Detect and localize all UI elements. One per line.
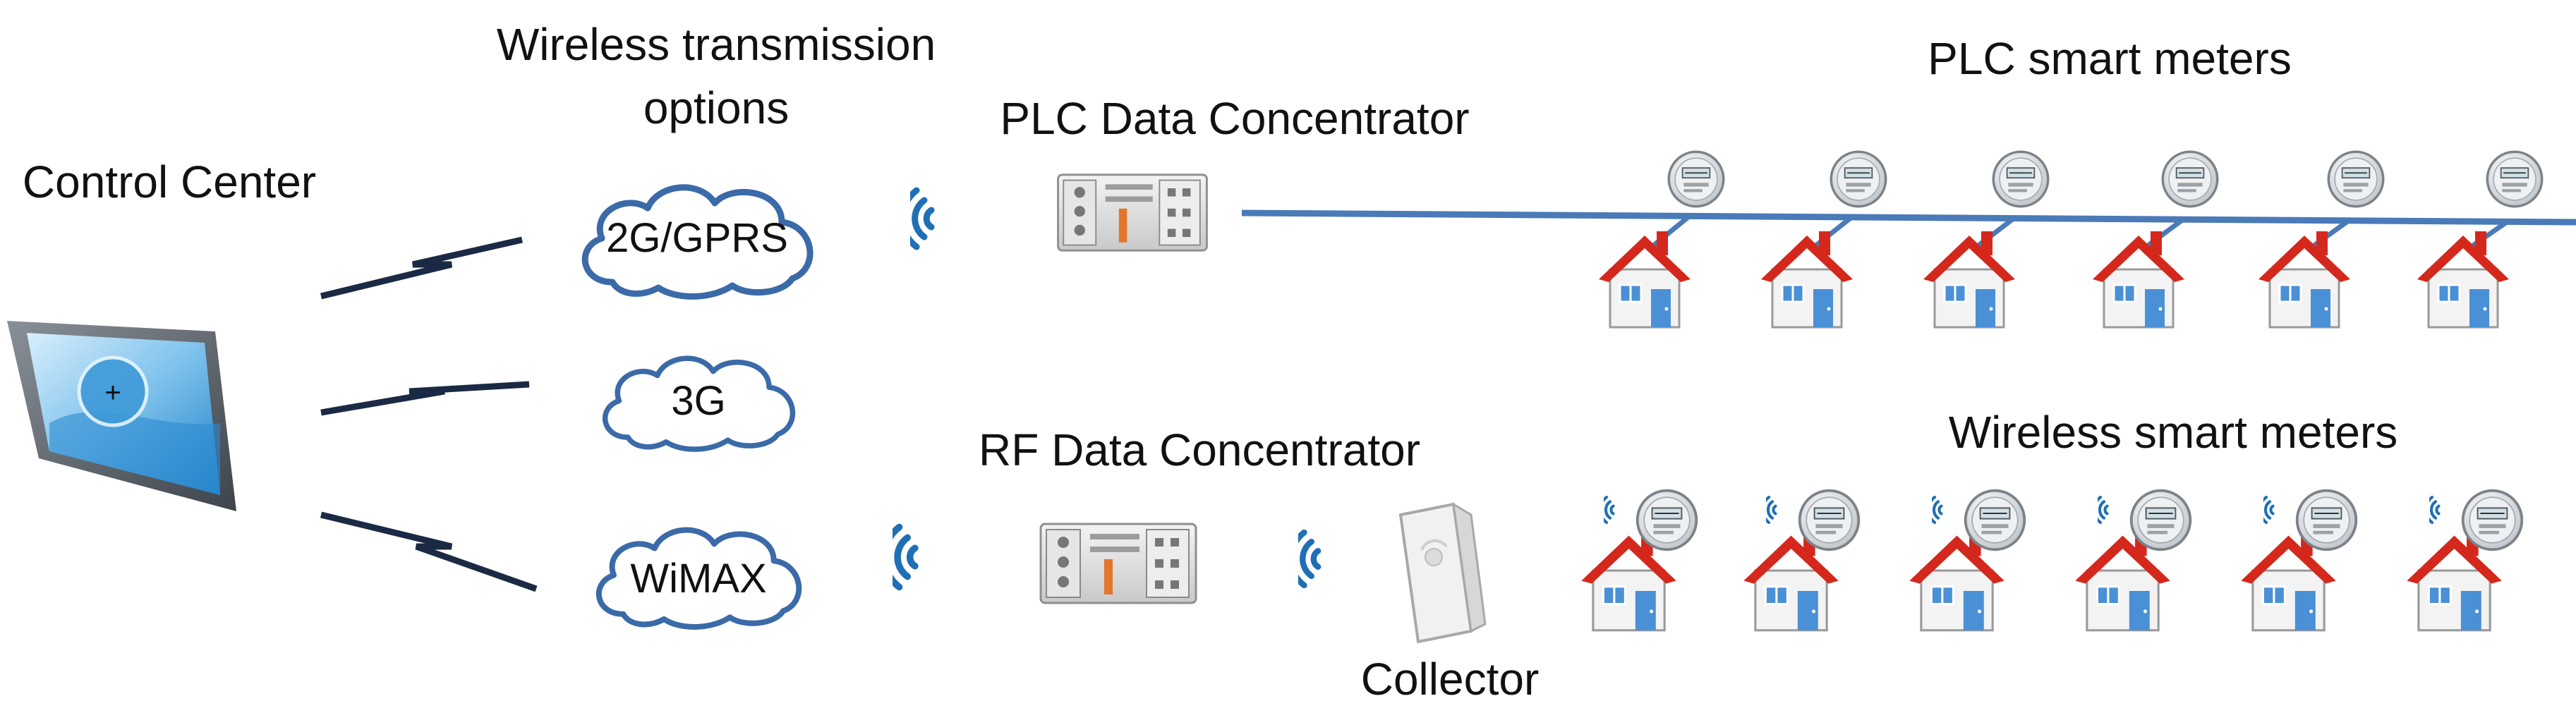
svg-text:+: + (104, 377, 121, 408)
monitor-icon: + (7, 321, 236, 511)
smart-meter-icon (1964, 489, 2026, 551)
plc-drop-line (1808, 214, 1854, 252)
cloud-label-2g-gprs: 2G/GPRS (606, 215, 788, 261)
wifi-signal-icon (2094, 497, 2107, 523)
plc-unit (1922, 150, 2050, 329)
rf-concentrator-label: RF Data Concentrator (979, 425, 1420, 475)
wifi-signal-icon (1762, 497, 1775, 523)
collector: Collector (1291, 502, 1540, 704)
smart-meter-icon (1992, 150, 2050, 208)
smart-meter-icon (2295, 489, 2358, 551)
wireless-options-label-line1: Wireless transmission (497, 19, 936, 70)
smart-meter-icon (1635, 489, 1698, 551)
collector-device-icon (1398, 502, 1487, 644)
wireless-unit (2405, 489, 2524, 632)
plc-unit (1597, 150, 1725, 329)
lightning-links (320, 236, 538, 592)
plc-unit (2091, 150, 2219, 329)
house-icon (1760, 230, 1854, 329)
wireless-unit (1908, 489, 2026, 632)
control-center-label: Control Center (23, 157, 316, 207)
plc-unit (2416, 150, 2544, 329)
wifi-signal-icon (884, 527, 915, 587)
smart-meter-icon (2129, 489, 2192, 551)
collector-label: Collector (1361, 654, 1540, 704)
rf-data-concentrator: RF Data Concentrator (884, 425, 1420, 604)
smart-meter-icon (2486, 150, 2544, 208)
plc-power-line (1241, 209, 2576, 226)
plc-unit (2257, 150, 2385, 329)
plc-data-concentrator: PLC Data Concentrator (902, 93, 1470, 252)
plc-meter-row (1597, 150, 2544, 329)
wireless-smart-meters: Wireless smart meters (1580, 407, 2524, 632)
wifi-signal-icon (1291, 532, 1318, 585)
smart-meter-icon (1830, 150, 1887, 208)
cloud-wimax: WiMAX (599, 530, 799, 627)
wireless-unit (1742, 489, 1861, 632)
plc-drop-line (1970, 216, 2016, 252)
smart-meter-icon (1798, 489, 1861, 551)
cloud-2g-gprs: 2G/GPRS (585, 188, 810, 297)
house-icon (2257, 230, 2352, 329)
wireless-unit (2074, 489, 2192, 632)
wireless-unit (2239, 489, 2358, 632)
plc-drop-line (1645, 214, 1692, 252)
wifi-signal-icon (2426, 497, 2438, 523)
wireless-options-label-line2: options (643, 83, 789, 133)
wireless-options: Wireless transmission options 2G/GPRS 3G… (497, 19, 936, 627)
wifi-signal-icon (2260, 497, 2273, 523)
smart-meter-icon (2327, 150, 2385, 208)
lightning-link-icon (320, 381, 530, 416)
house-icon (2416, 230, 2510, 329)
cloud-label-wimax: WiMAX (630, 556, 766, 602)
data-concentrator-icon (1039, 523, 1197, 604)
smart-meter-icon (1667, 150, 1725, 208)
plc-unit (1760, 150, 1887, 329)
house-icon (1922, 230, 2016, 329)
smart-meter-icon (2161, 150, 2219, 208)
wifi-signal-icon (902, 190, 931, 247)
wireless-meter-row (1580, 489, 2524, 632)
wireless-unit (1580, 489, 1698, 632)
data-concentrator-icon (1057, 173, 1208, 252)
lightning-link-icon (320, 236, 523, 300)
lightning-link-icon (320, 511, 538, 592)
wifi-signal-icon (1928, 497, 1941, 523)
cloud-label-3g: 3G (671, 378, 725, 424)
house-icon (2091, 230, 2186, 329)
smart-meter-icon (2461, 489, 2524, 551)
cloud-3g: 3G (605, 358, 793, 449)
wireless-meters-label: Wireless smart meters (1949, 407, 2398, 458)
plc-smart-meters: PLC smart meters (1597, 33, 2544, 329)
plc-meters-label: PLC smart meters (1928, 33, 2292, 84)
house-icon (1597, 230, 1692, 329)
wifi-signal-icon (1600, 497, 1613, 523)
control-center: + Control Center (7, 157, 316, 511)
plc-concentrator-label: PLC Data Concentrator (1000, 93, 1469, 144)
